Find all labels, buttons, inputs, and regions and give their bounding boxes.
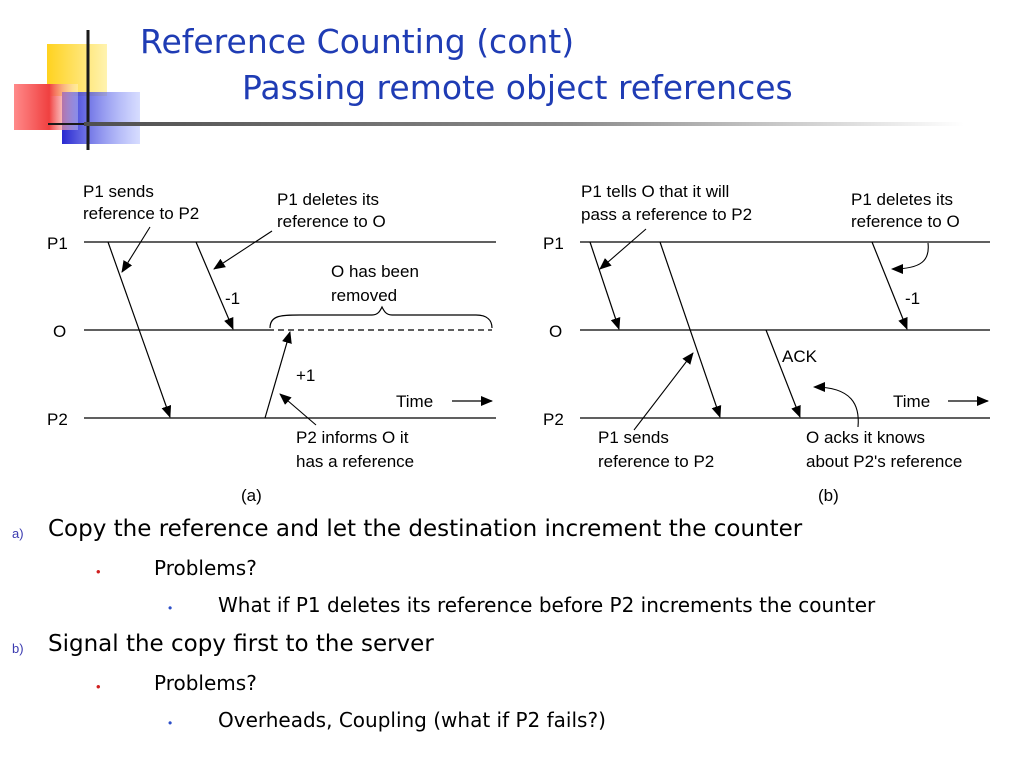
message-p1-tells-o xyxy=(589,241,621,330)
bullet-marker-b: b) xyxy=(12,641,24,656)
message-p1-to-p2 xyxy=(107,241,172,418)
callout-p1-deletes xyxy=(891,242,929,274)
label-time: Time xyxy=(893,392,930,411)
message-p1-to-p2 xyxy=(659,241,722,418)
bullet-item: What if P1 deletes its reference before … xyxy=(218,593,876,617)
callout-p1-tells xyxy=(599,228,647,270)
message-p1-delete xyxy=(195,241,234,330)
callout-p1-sends xyxy=(633,352,694,431)
bullet-item: Copy the reference and let the destinati… xyxy=(48,516,803,542)
note-removed: O has been removed xyxy=(331,262,424,305)
note-p1-tells: P1 tells O that it will pass a reference… xyxy=(581,182,752,224)
callout-o-acks xyxy=(813,382,859,428)
bullet-marker: • xyxy=(96,679,101,694)
label-minus-one: -1 xyxy=(225,289,240,308)
message-ack xyxy=(765,329,801,418)
timeline-label-p1: P1 xyxy=(47,234,68,253)
label-minus-one: -1 xyxy=(905,289,920,308)
bullet-marker: • xyxy=(168,601,173,615)
note-p1-deletes: P1 deletes its reference to O xyxy=(851,190,960,231)
timeline-label-o: O xyxy=(549,322,562,341)
label-plus-one: +1 xyxy=(296,366,315,385)
note-p2-informs: P2 informs O it has a reference xyxy=(296,428,414,471)
caption-b: (b) xyxy=(818,486,839,505)
page-subtitle: Passing remote object references xyxy=(242,68,793,107)
message-p2-informs xyxy=(264,331,292,419)
slide-logo-icon xyxy=(14,30,140,150)
bullet-marker: • xyxy=(96,564,101,579)
callout-p1-sends xyxy=(121,226,151,273)
timeline-label-o: O xyxy=(53,322,66,341)
caption-a: (a) xyxy=(241,486,262,505)
removed-brace xyxy=(269,305,493,329)
timeline-label-p2: P2 xyxy=(543,410,564,429)
diagram-panel-a: P1 O P2 P1 sends reference to P2 P1 dele… xyxy=(47,182,496,505)
note-o-acks: O acks it knows about P2's reference xyxy=(806,428,962,471)
bullet-item: Overheads, Coupling (what if P2 fails?) xyxy=(218,708,606,732)
label-time: Time xyxy=(396,392,433,411)
note-p1-sends: P1 sends reference to P2 xyxy=(83,182,199,223)
bullet-item: Problems? xyxy=(154,556,257,580)
bullet-item: Problems? xyxy=(154,671,257,695)
diagram-panel-b: P1 O P2 P1 tells O that it will pass a r… xyxy=(543,182,990,505)
callout-p1-deletes xyxy=(213,230,273,270)
message-p1-delete xyxy=(871,241,908,330)
timeline-label-p2: P2 xyxy=(47,410,68,429)
bullet-marker-a: a) xyxy=(12,526,24,541)
reference-counting-diagram: P1 O P2 P1 sends reference to P2 P1 dele… xyxy=(47,182,990,505)
bullet-marker: • xyxy=(168,716,173,730)
bullet-item: Signal the copy first to the server xyxy=(48,631,434,657)
label-ack: ACK xyxy=(782,347,818,366)
slide-header: Reference Counting (cont) Passing remote… xyxy=(0,0,1024,150)
callout-p2-informs xyxy=(279,393,317,426)
page-title: Reference Counting (cont) xyxy=(140,22,575,61)
note-p1-deletes: P1 deletes its reference to O xyxy=(277,190,386,231)
title-divider xyxy=(84,122,964,126)
timeline-label-p1: P1 xyxy=(543,234,564,253)
note-p1-sends: P1 sends reference to P2 xyxy=(598,428,714,471)
